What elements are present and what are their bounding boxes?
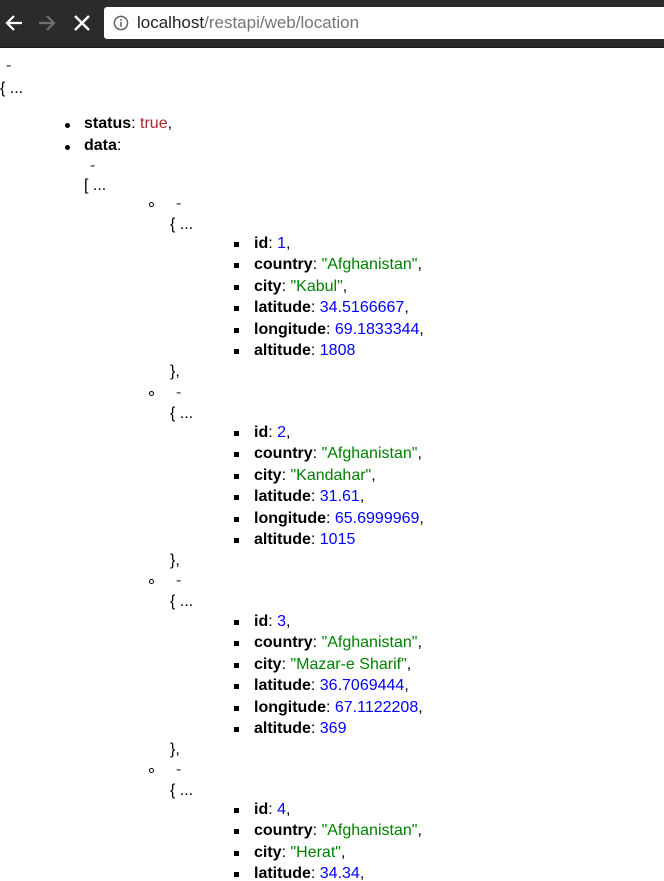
list-bullet (149, 391, 154, 396)
root-collapse-toggle[interactable]: - (6, 57, 12, 74)
json-viewer: - { ... status: true, data: - [ ... - { … (0, 47, 664, 881)
item-close-brace: }, (170, 552, 180, 569)
list-bullet (234, 538, 239, 543)
field-longitude: longitude: 65.6999969, (254, 510, 424, 527)
item-open-brace: { ... (170, 593, 194, 610)
field-latitude: latitude: 34.34, (254, 865, 365, 881)
field-city: city: "Kabul", (254, 278, 348, 295)
status-value: true (140, 115, 168, 132)
data-collapse-toggle[interactable]: - (90, 157, 96, 174)
back-arrow-icon[interactable] (3, 12, 25, 34)
item-collapse-toggle[interactable]: - (176, 195, 182, 212)
field-latitude: latitude: 34.5166667, (254, 299, 409, 316)
list-bullet (234, 452, 239, 457)
stop-loading-icon[interactable] (71, 12, 93, 34)
list-bullet (234, 306, 239, 311)
list-bullet (65, 123, 70, 128)
field-country: country: "Afghanistan", (254, 445, 422, 462)
item-open-brace: { ... (170, 405, 194, 422)
field-country: country: "Afghanistan", (254, 822, 422, 839)
item-collapse-toggle[interactable]: - (176, 384, 182, 401)
list-bullet (234, 684, 239, 689)
browser-toolbar: localhost/restapi/web/location (0, 0, 664, 48)
url-text[interactable]: localhost/restapi/web/location (137, 13, 360, 32)
list-bullet (234, 620, 239, 625)
item-collapse-toggle[interactable]: - (176, 761, 182, 778)
list-bullet (149, 202, 154, 207)
list-bullet (234, 829, 239, 834)
list-bullet (149, 579, 154, 584)
data-key: data (84, 137, 117, 154)
list-bullet (234, 808, 239, 813)
list-bullet (234, 663, 239, 668)
list-bullet (234, 349, 239, 354)
list-bullet (65, 145, 70, 150)
list-bullet (234, 851, 239, 856)
field-country: country: "Afghanistan", (254, 634, 422, 651)
status-entry: status: true, (84, 115, 173, 132)
list-bullet (234, 285, 239, 290)
data-entry: data: (84, 137, 122, 154)
list-bullet (234, 242, 239, 247)
field-altitude: altitude: 369 (254, 720, 347, 737)
list-bullet (234, 474, 239, 479)
field-id: id: 2, (254, 424, 291, 441)
data-open-bracket: [ ... (84, 177, 107, 194)
item-close-brace: }, (170, 363, 180, 380)
list-bullet (234, 706, 239, 711)
list-bullet (234, 517, 239, 522)
list-bullet (234, 328, 239, 333)
item-collapse-toggle[interactable]: - (176, 572, 182, 589)
item-open-brace: { ... (170, 216, 194, 233)
field-latitude: latitude: 36.7069444, (254, 677, 409, 694)
list-bullet (234, 727, 239, 732)
address-bar[interactable]: localhost/restapi/web/location (104, 7, 664, 39)
list-bullet (234, 263, 239, 268)
field-longitude: longitude: 67.1122208, (254, 699, 423, 716)
item-close-brace: }, (170, 741, 180, 758)
info-icon[interactable] (113, 15, 129, 31)
list-bullet (149, 768, 154, 773)
status-key: status (84, 115, 132, 132)
list-bullet (234, 431, 239, 436)
list-bullet (234, 872, 239, 877)
field-longitude: longitude: 69.1833344, (254, 321, 424, 338)
list-bullet (234, 641, 239, 646)
field-city: city: "Herat", (254, 844, 346, 861)
field-id: id: 1, (254, 235, 291, 252)
field-altitude: altitude: 1015 (254, 531, 356, 548)
forward-arrow-icon[interactable] (36, 12, 58, 34)
field-city: city: "Mazar-e Sharif", (254, 656, 412, 673)
item-open-brace: { ... (170, 782, 194, 799)
list-bullet (234, 495, 239, 500)
root-open-brace: { ... (0, 80, 24, 97)
field-id: id: 3, (254, 613, 291, 630)
field-latitude: latitude: 31.61, (254, 488, 365, 505)
field-country: country: "Afghanistan", (254, 256, 422, 273)
field-id: id: 4, (254, 801, 291, 818)
field-altitude: altitude: 1808 (254, 342, 356, 359)
field-city: city: "Kandahar", (254, 467, 376, 484)
